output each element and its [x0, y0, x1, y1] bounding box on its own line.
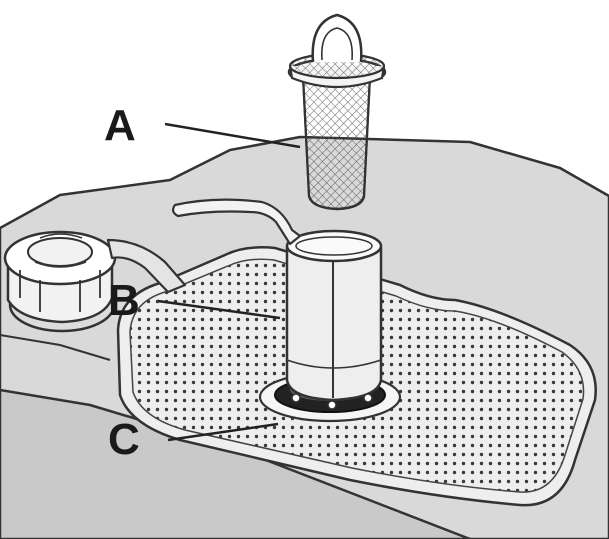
- callout-label-b: B: [108, 276, 140, 325]
- callout-label-a: A: [104, 101, 136, 150]
- leader-line-c: [167, 422, 279, 442]
- front-edge-line: [0, 334, 111, 361]
- fine-mesh-filter: [287, 13, 387, 211]
- leader-line-b: [157, 299, 281, 320]
- spray-arm: [106, 238, 187, 294]
- leader-line-a: [164, 122, 301, 149]
- tub-front-panel: [0, 388, 472, 539]
- spray-arm-hub: [3, 230, 117, 333]
- cylinder-filter: [285, 229, 383, 410]
- callout-label-c: C: [108, 415, 140, 464]
- cylinder-handle: [171, 198, 302, 246]
